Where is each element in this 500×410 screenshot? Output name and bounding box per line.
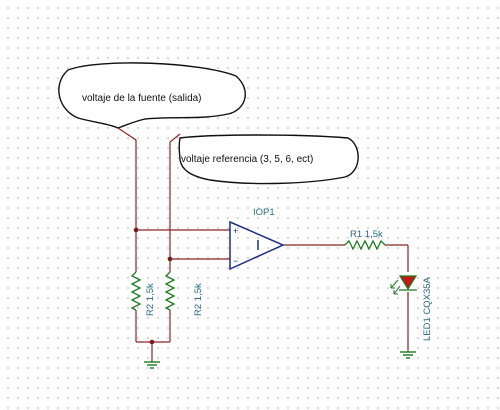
resistor-r2-right[interactable]: R2 1,5k: [164, 271, 204, 316]
ground-icon-left: [144, 361, 160, 369]
junction-dot: [167, 256, 173, 262]
led-cqx35a[interactable]: LED1 CQX35A: [390, 275, 433, 341]
junction-dots: [133, 227, 173, 345]
annotation-leaders: [117, 127, 181, 152]
ground-icon-right: [400, 351, 416, 359]
resistor-r1-symbol: [344, 239, 386, 251]
resistor-r1[interactable]: R1 1,5k: [344, 229, 386, 251]
opamp-plus-pin: +: [233, 226, 238, 236]
reference-voltage-bubble[interactable]: voltaje referencia (3, 5, 6, ect): [178, 134, 359, 185]
junction-dot: [133, 227, 139, 233]
reference-voltage-text: voltaje referencia (3, 5, 6, ect): [181, 154, 313, 165]
junction-dot: [149, 339, 155, 345]
source-voltage-bubble[interactable]: voltaje de la fuente (salida): [58, 62, 246, 129]
reference-leader: [169, 133, 181, 152]
opamp-body: [229, 220, 285, 271]
source-voltage-text: voltaje de la fuente (salida): [82, 93, 202, 104]
resistor-r1-label: R1 1,5k: [350, 229, 383, 240]
resistor-r2-left-label: R2 1,5k: [145, 283, 156, 316]
source-voltage-bubble-shape: [58, 62, 246, 129]
source-leader: [117, 127, 137, 152]
opamp-minus-pin: −: [233, 256, 238, 266]
resistor-r2-right-symbol: [164, 271, 176, 311]
led-light-arrows-icon: [390, 279, 401, 295]
led-label: LED1 CQX35A: [422, 276, 433, 341]
resistor-r2-right-label: R2 1,5k: [193, 283, 204, 316]
opamp-iop1[interactable]: + − IOP1: [229, 207, 285, 271]
opamp-label: IOP1: [253, 207, 275, 218]
resistor-r2-left-symbol: [130, 271, 142, 311]
resistor-r2-left[interactable]: R2 1,5k: [130, 271, 156, 316]
led-triangle: [398, 275, 418, 291]
reference-voltage-bubble-shape: [178, 134, 359, 185]
